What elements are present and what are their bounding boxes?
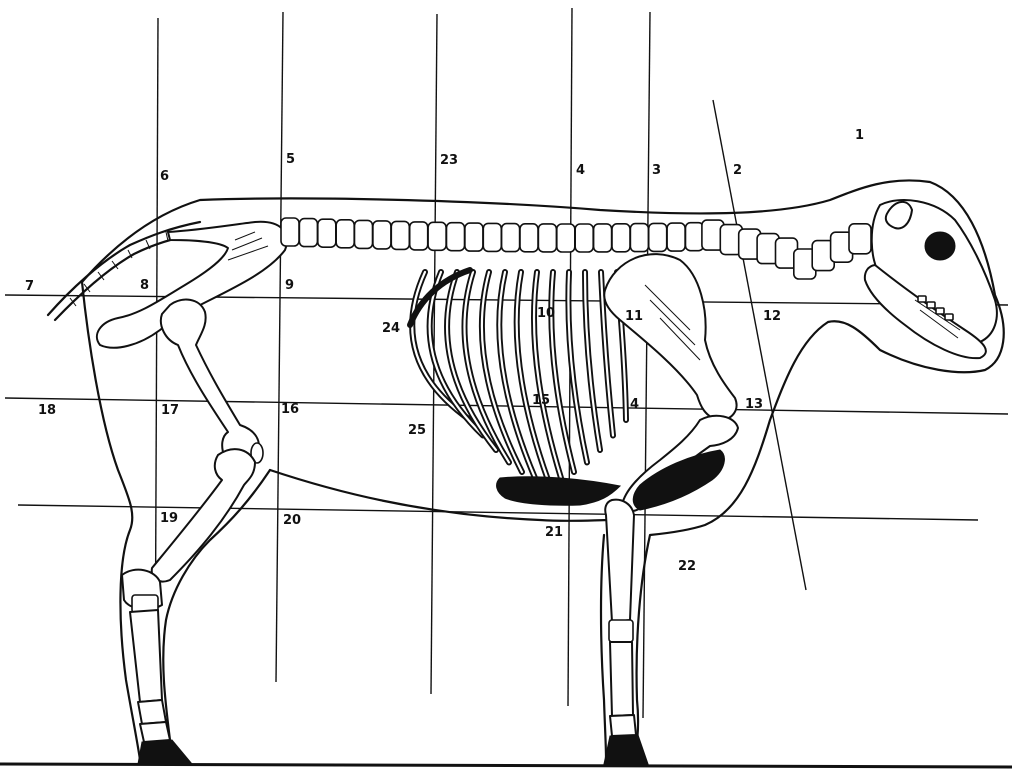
- label-25: 25: [408, 423, 426, 438]
- label-16: 16: [281, 402, 299, 417]
- label-9: 9: [285, 278, 294, 293]
- label-4: 4: [576, 163, 585, 178]
- label-2: 2: [733, 163, 742, 178]
- vertebra: [318, 219, 336, 247]
- vertebra: [391, 221, 409, 249]
- vertebra: [336, 220, 354, 248]
- vertebra: [447, 223, 465, 251]
- label-14: 4: [630, 397, 639, 412]
- vertebral-column: [281, 218, 871, 279]
- label-12: 12: [763, 309, 781, 324]
- vertebra: [594, 224, 612, 252]
- label-1: 1: [855, 128, 864, 143]
- skull-bones: [865, 200, 997, 358]
- vertebra: [649, 223, 667, 251]
- vertebra: [630, 224, 648, 252]
- vertical-line-3: [643, 12, 650, 718]
- label-8: 8: [140, 278, 149, 293]
- label-17: 17: [161, 403, 179, 418]
- label-10: 10: [537, 306, 555, 321]
- rib: [585, 272, 600, 450]
- label-23: 23: [440, 153, 458, 168]
- label-18: 18: [38, 403, 56, 418]
- vertebra: [667, 223, 685, 251]
- label-22: 22: [678, 559, 696, 574]
- vertebra: [502, 224, 520, 252]
- label-24: 24: [382, 321, 400, 336]
- vertebra: [355, 220, 373, 248]
- label-5: 5: [286, 152, 295, 167]
- vertebra: [686, 223, 704, 251]
- label-20: 20: [283, 513, 301, 528]
- vertebra: [483, 223, 501, 251]
- vertebra: [849, 224, 871, 254]
- label-21: 21: [545, 525, 563, 540]
- vertical-line-5: [276, 12, 283, 682]
- vertebra: [575, 224, 593, 252]
- vertebra: [465, 223, 483, 251]
- label-7: 7: [25, 279, 34, 294]
- label-3: 3: [652, 163, 661, 178]
- eye-socket: [925, 232, 955, 260]
- label-11: 11: [625, 309, 643, 324]
- label-6: 6: [160, 169, 169, 184]
- vertebra: [538, 224, 556, 252]
- hind-hoof: [138, 740, 192, 764]
- vertebra: [281, 218, 299, 246]
- sternum-dark: [497, 477, 620, 506]
- hind-leg-bones: [122, 300, 263, 764]
- vertebra: [557, 224, 575, 252]
- vertebra: [428, 222, 446, 250]
- vertebra: [410, 222, 428, 250]
- vertebra: [612, 224, 630, 252]
- label-19: 19: [160, 511, 178, 526]
- fore-hoof: [604, 735, 648, 764]
- vertebra: [520, 224, 538, 252]
- label-13: 13: [745, 397, 763, 412]
- vertebra: [373, 221, 391, 249]
- vertebra: [299, 219, 317, 247]
- label-15: 15: [532, 393, 550, 408]
